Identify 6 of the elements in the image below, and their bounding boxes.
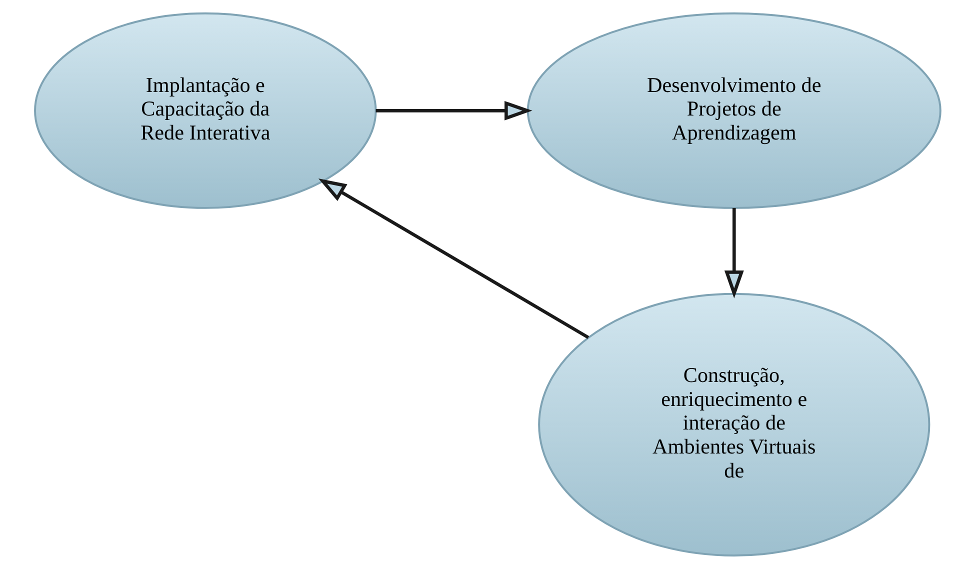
node-ellipse: Construção, enriquecimento e interação de Ambientes Virtuais de bbox=[538, 292, 930, 557]
node-ellipse: Desenvolvimento de Projetos de Aprendizagem bbox=[526, 12, 941, 209]
node-ellipse: Implantação e Capacitação da Rede Interativa bbox=[34, 12, 376, 209]
arrow bbox=[375, 100, 532, 120]
arrow bbox=[318, 178, 589, 339]
arrow bbox=[724, 208, 744, 298]
